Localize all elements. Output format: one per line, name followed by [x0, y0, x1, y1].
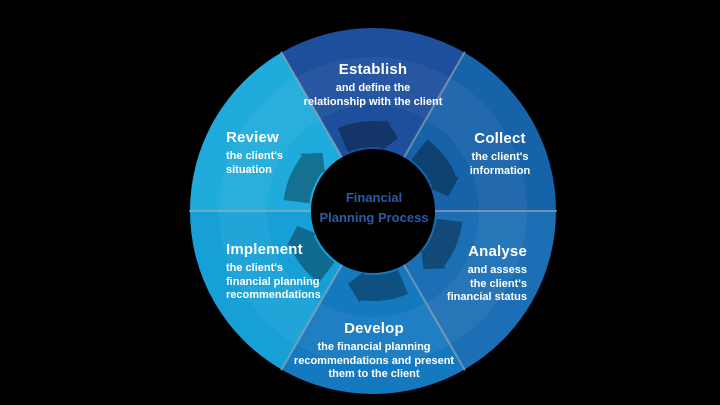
cycle-arrow-arc [423, 218, 463, 267]
segment-desc-line: financial status [446, 291, 527, 303]
segment-label-review: Review [226, 129, 279, 146]
segment-desc-line: recommendations and present [293, 354, 455, 367]
cycle-arrow-arc [360, 269, 409, 301]
segment-desc-line: and define the [335, 82, 411, 94]
cycle-arrow-head [299, 152, 325, 174]
center-title: Financial Planning Process [294, 188, 454, 228]
cycle-arrow-arc [411, 139, 457, 188]
cycle-arrow-head [429, 176, 460, 197]
segment-label-establish: Establish [338, 61, 408, 78]
cycle-arrow-arc [289, 234, 335, 283]
segment-desc-line: them to the client [328, 368, 420, 380]
segment-analyse: Analyse and assess the client's financia… [382, 243, 527, 305]
cycle-arrow-head [381, 118, 399, 151]
segment-develop: Develop the financial planning recommend… [249, 320, 499, 382]
center-title-line1: Financial [345, 190, 403, 205]
segment-desc-line: information [469, 164, 531, 177]
segment-desc-line: financial planning [226, 275, 320, 288]
cycle-arrow-head [347, 271, 365, 304]
segment-divider [280, 51, 343, 158]
center-title-line2: Planning Process [319, 210, 429, 225]
segment-label-develop: Develop [344, 320, 404, 337]
segment-desc-line: relationship with the client [303, 95, 443, 108]
segment-desc-line: situation [226, 163, 272, 176]
cycle-arrow-head [286, 225, 317, 246]
wheel-segment-develop [281, 264, 465, 394]
segment-label-analyse: Analyse [468, 243, 527, 260]
cycle-arrow-arc [283, 155, 323, 204]
segment-desc-line: the financial planning [317, 341, 431, 353]
segment-desc-line: recommendations [226, 289, 321, 301]
segment-collect: Collect the client's information [438, 130, 562, 178]
cycle-arrow-head [421, 248, 447, 270]
segment-desc-line: the client's [469, 277, 527, 290]
segment-label-collect: Collect [474, 130, 526, 147]
segment-label-implement: Implement [226, 241, 303, 258]
segment-desc-line: and assess [467, 264, 527, 276]
segment-desc-line: the client's [226, 262, 284, 274]
segment-divider [403, 264, 466, 371]
segment-divider [403, 51, 466, 158]
segment-review: Review the client's situation [226, 129, 356, 177]
segment-desc-line: the client's [471, 151, 529, 163]
segment-establish: Establish and define the relationship wi… [257, 61, 489, 109]
cycle-arrow-arc [337, 121, 386, 153]
segment-desc-line: the client's [226, 150, 284, 162]
wheel-segment-establish [281, 27, 465, 158]
segment-divider [280, 264, 343, 371]
segment-implement: Implement the client's financial plannin… [226, 241, 376, 303]
